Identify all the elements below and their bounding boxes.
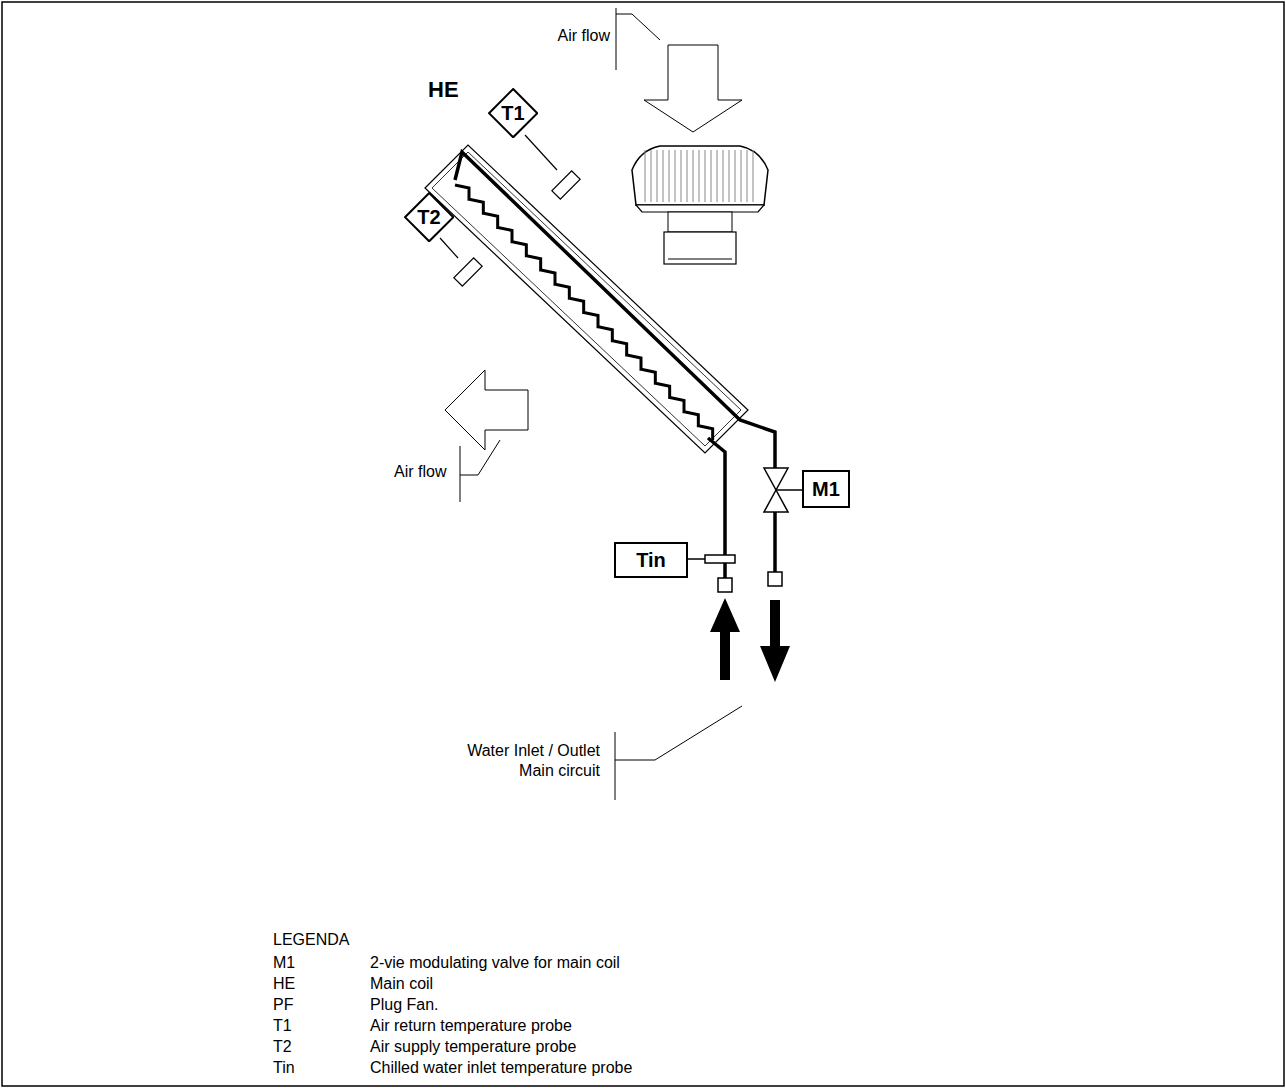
label-box: Tin: [614, 542, 688, 578]
probe-sensor: [552, 171, 580, 199]
plug-fan: [632, 146, 768, 264]
legend-text: Main coil: [370, 974, 433, 994]
water-inlet-arrow: [710, 598, 740, 680]
legend-code: T1: [273, 1016, 292, 1036]
node-text: T1: [501, 102, 524, 125]
pipe-fitting: [768, 572, 782, 586]
probe-diamond: T2: [404, 192, 454, 242]
pipe: [708, 438, 725, 588]
pipe-fitting: [718, 578, 732, 592]
leader: [615, 732, 616, 800]
airflow-arrow: [445, 370, 528, 450]
water-outlet-arrow: [760, 600, 790, 682]
pipe: [455, 152, 775, 480]
node-text: M1: [812, 478, 840, 501]
valve-symbol: [764, 468, 788, 490]
probe-wire: [525, 135, 557, 170]
airflow-arrow: [644, 45, 742, 132]
text-label: Air flow: [394, 462, 446, 482]
probe-sensor: [454, 258, 482, 286]
leader: [616, 8, 617, 70]
legend-text: Air return temperature probe: [370, 1016, 572, 1036]
legend-text: 2-vie modulating valve for main coil: [370, 953, 620, 973]
legend-code: T2: [273, 1037, 292, 1057]
probe-diamond: T1: [488, 88, 538, 138]
text-label: Air flow: [558, 26, 610, 46]
valve-symbol: [764, 490, 788, 512]
legend-code: PF: [273, 995, 293, 1015]
node-text: T2: [417, 206, 440, 229]
legend-text: Air supply temperature probe: [370, 1037, 576, 1057]
legend-code: Tin: [273, 1058, 295, 1078]
label-box: M1: [802, 470, 850, 508]
probe-wire: [440, 238, 458, 258]
text-label: LEGENDA: [273, 930, 349, 950]
text-label: Water Inlet / Outlet Main circuit: [450, 741, 600, 781]
legend-code: M1: [273, 953, 295, 973]
probe-wire: [688, 558, 705, 560]
legend-code: HE: [273, 974, 295, 994]
leader: [616, 14, 660, 40]
probe-sensor: [705, 555, 735, 563]
node-text: Tin: [636, 549, 666, 572]
leader: [615, 706, 742, 760]
coil-housing: [425, 145, 748, 453]
legend-text: Plug Fan.: [370, 995, 438, 1015]
part-name: HE: [428, 80, 459, 100]
leader: [460, 440, 500, 475]
legend-text: Chilled water inlet temperature probe: [370, 1058, 632, 1078]
leader: [460, 446, 461, 502]
valve-stem: [776, 489, 802, 491]
